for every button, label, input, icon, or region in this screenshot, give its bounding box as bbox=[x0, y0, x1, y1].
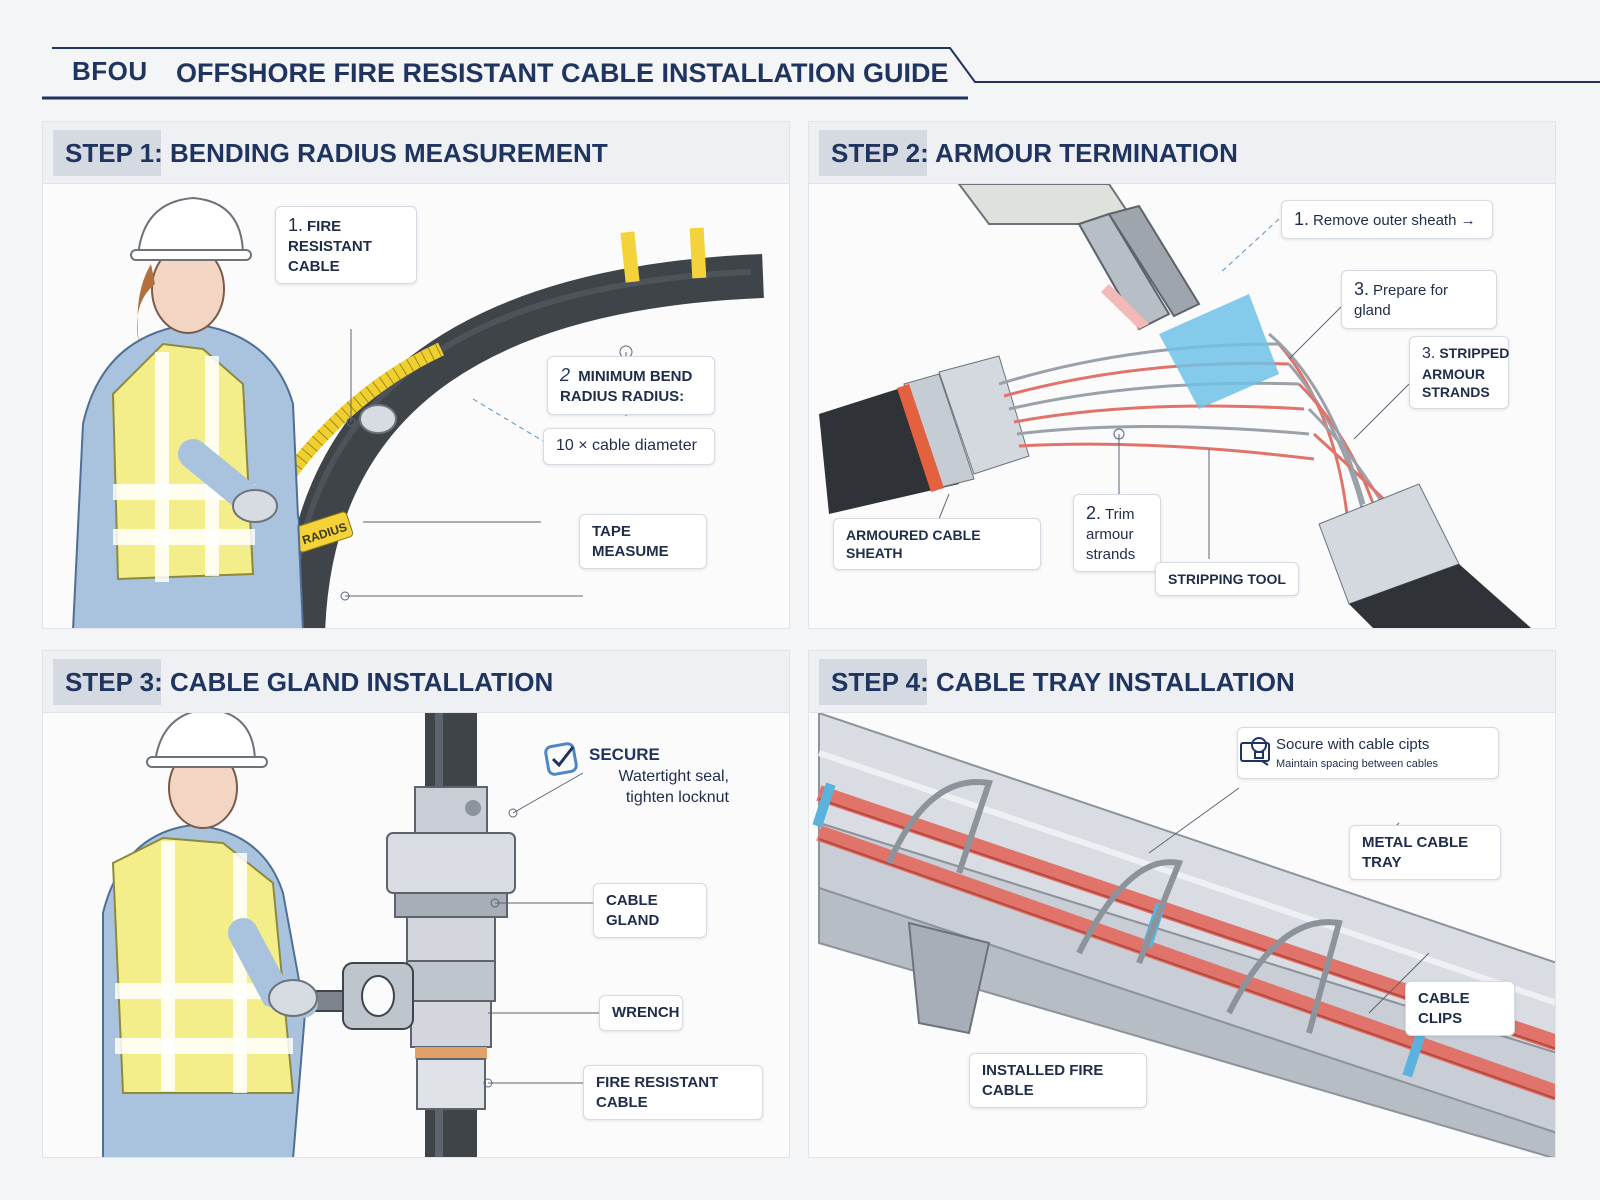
secure-cable-clips-text: Socure with cable cipts bbox=[1276, 736, 1430, 753]
tape-measure-callout: TAPE MEASUME bbox=[579, 514, 707, 569]
trim-armour-strands-callout: 2.Trim armour strands bbox=[1073, 494, 1161, 573]
step-2-title: ARMOUR TERMINATION bbox=[935, 138, 1238, 168]
step-4-title: CABLE TRAY INSTALLATION bbox=[936, 667, 1295, 697]
armoured-cable-sheath bbox=[819, 355, 1030, 514]
step-1-drawing: RADIUS bbox=[72, 196, 764, 628]
step-3-title: CABLE GLAND INSTALLATION bbox=[170, 667, 554, 697]
step-2-panel: STEP 2: ARMOUR TERMINATION bbox=[808, 121, 1556, 629]
fire-resistant-cable-callout: FIRE RESISTANT CABLE bbox=[583, 1065, 763, 1120]
armoured-cable-sheath-callout: ARMOURED CABLE SHEATH bbox=[833, 518, 1041, 571]
step-4-header: STEP 4: CABLE TRAY INSTALLATION bbox=[809, 651, 1555, 713]
hard-hat-icon bbox=[136, 196, 245, 257]
step-1-header: STEP 1: BENDING RADIUS MEASUREMENT bbox=[43, 122, 789, 184]
stripping-tool-callout: STRIPPING TOOL bbox=[1155, 562, 1299, 597]
step-2-drawing bbox=[819, 184, 1531, 628]
step-3-header: STEP 3: CABLE GLAND INSTALLATION bbox=[43, 651, 789, 713]
step-1-accent bbox=[53, 130, 161, 176]
step-1-illustration: RADIUS bbox=[43, 184, 789, 628]
cable-clips bbox=[886, 779, 1343, 1034]
cable-clips-callout: CABLE CLIPS bbox=[1405, 981, 1515, 1036]
spacing-note: Maintain spacing between cables bbox=[1276, 757, 1439, 770]
cable-gland-callout: CABLE GLAND bbox=[593, 883, 707, 938]
metal-cable-tray bbox=[818, 713, 1555, 1157]
hi-vis-vest bbox=[111, 836, 295, 1094]
step-4-drawing bbox=[812, 713, 1555, 1157]
step-2-accent bbox=[819, 130, 927, 176]
bend-radius-formula-callout: 10 × cable diameter bbox=[543, 428, 715, 465]
blue-wrap-tape bbox=[1159, 294, 1279, 409]
header-frame bbox=[42, 47, 1600, 100]
lightbulb-icon bbox=[1251, 737, 1267, 759]
page-header: BFOU OFFSHORE FIRE RESISTANT CABLE INSTA… bbox=[0, 0, 1600, 110]
stripped-armour-strands-callout: 3.STRIPPED ARMOUR STRANDS bbox=[1409, 336, 1509, 410]
step-1-number: STEP 1: bbox=[65, 138, 163, 168]
secure-cable-clips-callout: Socure with cable cipts Maintain spacing… bbox=[1237, 727, 1499, 779]
worker-figure bbox=[72, 196, 397, 628]
secure-heading: SECURE bbox=[589, 745, 660, 764]
prepare-for-gland-callout: 3.Prepare for gland bbox=[1341, 270, 1497, 329]
step-3-panel: STEP 3: CABLE GLAND INSTALLATION bbox=[42, 650, 790, 1158]
stripping-tool bbox=[957, 184, 1201, 331]
step-4-panel: STEP 4: CABLE TRAY INSTALLATION bbox=[808, 650, 1556, 1158]
cable-right-end bbox=[1318, 483, 1531, 628]
gloved-hand bbox=[268, 979, 318, 1017]
step-2-header: STEP 2: ARMOUR TERMINATION bbox=[809, 122, 1555, 184]
step-3-number: STEP 3: bbox=[65, 667, 163, 697]
brand-logo-text: BFOU bbox=[72, 56, 148, 86]
worker-figure bbox=[102, 713, 318, 1157]
step-4-number: STEP 4: bbox=[831, 667, 929, 697]
minimum-bend-radius-callout: 2 MINIMUM BEND RADIUS RADIUS: bbox=[547, 356, 715, 415]
step-4-illustration: Socure with cable cipts Maintain spacing… bbox=[809, 713, 1555, 1157]
step-3-drawing bbox=[102, 713, 599, 1157]
tray-bracket bbox=[907, 921, 991, 1035]
cable-marker-band bbox=[620, 231, 640, 283]
step-2-illustration: 1.Remove outer sheath → 3.Prepare for gl… bbox=[809, 184, 1555, 628]
fire-resistant-cable-callout: 1.FIRE RESISTANT CABLE bbox=[275, 206, 417, 285]
step-2-number: STEP 2: bbox=[831, 138, 929, 168]
remove-outer-sheath-callout: 1.Remove outer sheath → bbox=[1281, 200, 1493, 240]
step-4-accent bbox=[819, 659, 927, 705]
step-1-title: BENDING RADIUS MEASUREMENT bbox=[170, 138, 608, 168]
gloved-hand bbox=[359, 404, 397, 434]
hard-hat-icon bbox=[153, 713, 257, 764]
wrench-callout: WRENCH bbox=[599, 995, 683, 1031]
checkmark-icon bbox=[544, 742, 578, 776]
step-3-illustration: SECURE Watertight seal, tighten locknut … bbox=[43, 713, 789, 1157]
page-title: OFFSHORE FIRE RESISTANT CABLE INSTALLATI… bbox=[176, 58, 949, 88]
gloved-hand bbox=[232, 489, 278, 523]
tablet-icon bbox=[1240, 742, 1270, 766]
installed-fire-cable-callout: INSTALLED FIRE CABLE bbox=[969, 1053, 1147, 1108]
metal-cable-tray-callout: METAL CABLE TRAY bbox=[1349, 825, 1501, 880]
secure-text: Watertight seal, tighten locknut bbox=[618, 768, 729, 806]
cable-marker-band bbox=[689, 227, 707, 279]
step-1-panel: STEP 1: BENDING RADIUS MEASUREMENT RADIU… bbox=[42, 121, 790, 629]
step-3-accent bbox=[53, 659, 161, 705]
cable-gland bbox=[386, 786, 516, 1110]
